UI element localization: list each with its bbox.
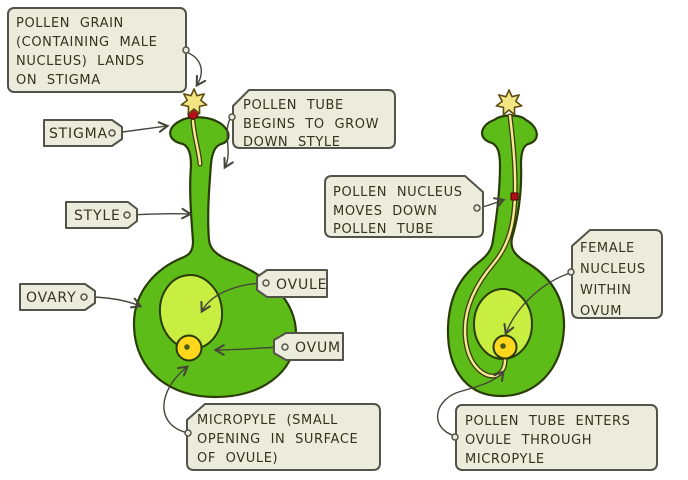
label-line: NUCLEUS (580, 262, 646, 277)
label-line: POLLEN TUBE (243, 98, 344, 113)
label-pollen-nucleus-box (324, 175, 484, 238)
label-stigma-hole (108, 129, 116, 137)
label-style-tag (65, 201, 138, 229)
label-line: MICROPYLE (465, 452, 545, 467)
label-line: POLLEN TUBE ENTERS (465, 414, 631, 429)
leader-pollen-tube-enters (437, 369, 505, 437)
leader-pollen-tube-begins (223, 116, 234, 170)
left-pollen-tube (191, 119, 202, 166)
label-line: WITHIN (580, 283, 632, 298)
label-boxes: POLLEN GRAIN (CONTAINING MALE NUCLEUS) L… (7, 7, 663, 471)
label-line: FEMALE (580, 241, 635, 256)
label-line: POLLEN GRAIN (16, 16, 124, 31)
label-female-nucleus-box (571, 229, 663, 319)
label-ovule-hole (262, 279, 270, 287)
label-line: POLLEN NUCLEUS (333, 185, 463, 200)
label-line: (CONTAINING MALE (16, 35, 157, 50)
label-female-nucleus-text: FEMALE NUCLEUS WITHIN OVUM (580, 241, 655, 319)
label-pollen-tube-begins-text: POLLEN TUBE BEGINS TO GROW DOWN STYLE (243, 98, 389, 150)
label-line: NUCLEUS) LANDS (16, 54, 145, 69)
label-pollen-tube-begins: POLLEN TUBE BEGINS TO GROW DOWN STYLE (228, 89, 396, 150)
label-micropyle-text: MICROPYLE (SMALL OPENING IN SURFACE OF O… (197, 413, 368, 466)
label-stigma-text: STIGMA (49, 126, 108, 142)
label-female-nucleus: FEMALE NUCLEUS WITHIN OVUM (567, 229, 663, 319)
label-ovule-text: OVULE (276, 277, 327, 293)
label-ovary: OVARY (19, 283, 96, 311)
label-pollen-grain-text: POLLEN GRAIN (CONTAINING MALE NUCLEUS) L… (16, 16, 167, 88)
label-style-text: STYLE (74, 208, 121, 224)
label-ovary-text: OVARY (26, 290, 76, 306)
label-micropyle: MICROPYLE (SMALL OPENING IN SURFACE OF O… (184, 403, 381, 471)
label-ovum-text: OVUM (295, 340, 341, 356)
leader-pollen-grain (185, 51, 207, 88)
label-ovum-tag (273, 332, 344, 361)
left-pollen-grain-icon (180, 88, 208, 115)
label-pollen-tube-begins-box (232, 89, 396, 149)
right-male-nucleus (510, 192, 519, 201)
label-line: OPENING IN SURFACE (197, 432, 358, 447)
label-style-hole (123, 211, 131, 219)
label-line: MICROPYLE (SMALL (197, 413, 338, 428)
label-pollen-grain: POLLEN GRAIN (CONTAINING MALE NUCLEUS) L… (7, 7, 190, 93)
label-pollen-nucleus-text: POLLEN NUCLEUS MOVES DOWN POLLEN TUBE (333, 185, 472, 237)
label-line: POLLEN TUBE (333, 222, 434, 237)
leader-style (129, 207, 193, 220)
label-pollen-nucleus-hole (473, 204, 481, 212)
label-pollen-grain-hole (182, 46, 190, 54)
label-micropyle-box (186, 403, 381, 471)
label-pollen-tube-enters: POLLEN TUBE ENTERS OVULE THROUGH MICROPY… (451, 404, 658, 471)
leader-female-nucleus (503, 272, 571, 336)
label-ovum-hole (281, 343, 289, 351)
label-pollen-tube-begins-hole (228, 113, 236, 121)
label-pollen-tube-enters-hole (451, 433, 459, 441)
right-pollen-tube (463, 114, 517, 378)
label-line: ON STIGMA (16, 73, 101, 88)
label-ovule-tag (256, 269, 328, 298)
left-pistil-shape (132, 116, 298, 399)
label-line: MOVES DOWN (333, 204, 438, 219)
label-ovum: OVUM (273, 332, 344, 361)
label-stigma: STIGMA (43, 119, 123, 147)
right-female-nucleus-dot (500, 343, 506, 349)
label-line: DOWN STYLE (243, 135, 341, 150)
label-style: STYLE (65, 201, 138, 229)
label-ovule: OVULE (256, 269, 328, 298)
left-flower (132, 88, 298, 399)
label-line: OVUM (580, 304, 622, 319)
label-ovary-tag (19, 283, 96, 311)
label-line: OF OVULE) (197, 451, 278, 466)
label-stigma-tag (43, 119, 123, 147)
left-female-nucleus-dot (184, 344, 190, 350)
label-female-nucleus-hole (567, 268, 575, 276)
label-ovary-hole (80, 293, 88, 301)
leader-lines (86, 51, 571, 437)
label-pollen-nucleus: POLLEN NUCLEUS MOVES DOWN POLLEN TUBE (324, 175, 484, 238)
label-micropyle-hole (184, 429, 192, 437)
label-line: BEGINS TO GROW (243, 117, 379, 132)
label-line: OVULE THROUGH (465, 433, 592, 448)
leader-micropyle (163, 365, 190, 434)
right-pollen-grain-icon (495, 89, 523, 116)
right-flower (446, 89, 566, 398)
label-pollen-tube-enters-text: POLLEN TUBE ENTERS OVULE THROUGH MICROPY… (465, 414, 640, 467)
